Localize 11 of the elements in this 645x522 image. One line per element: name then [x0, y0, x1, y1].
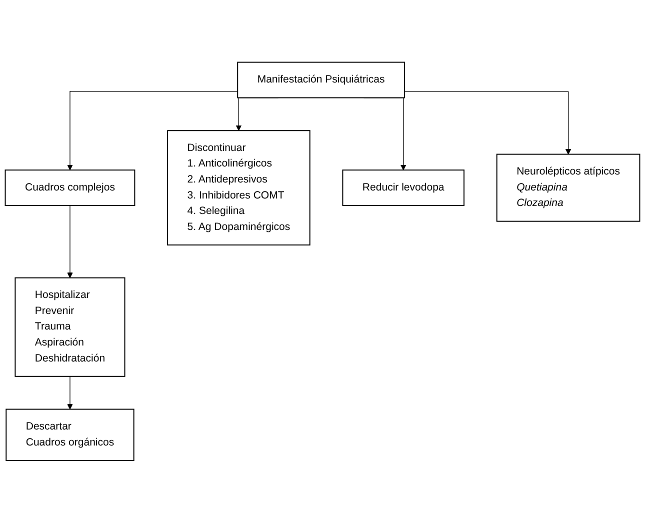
arrow [67, 204, 73, 278]
node-box: Reducir levodopa [342, 169, 464, 206]
node-box: Hospitalizar Prevenir Trauma Aspiración Deshidratación [14, 276, 126, 376]
node-box: Cuadros complejos [4, 169, 136, 206]
arrow [67, 90, 238, 170]
node-box: Descartar Cuadros orgánicos [6, 408, 134, 461]
node-box: Neurolépticos atípicos Quetiapina Clozapina [496, 153, 640, 222]
node-box: Manifestación Psiquiátricas [237, 61, 405, 98]
arrow [404, 90, 572, 154]
node-box: Discontinuar 1. Anticolinérgicos 2. Antidepresivos 3. Inhibidores COMT 4. Selegilina 5. Ag Dopaminérgicos [167, 130, 310, 246]
arrow [67, 376, 73, 410]
